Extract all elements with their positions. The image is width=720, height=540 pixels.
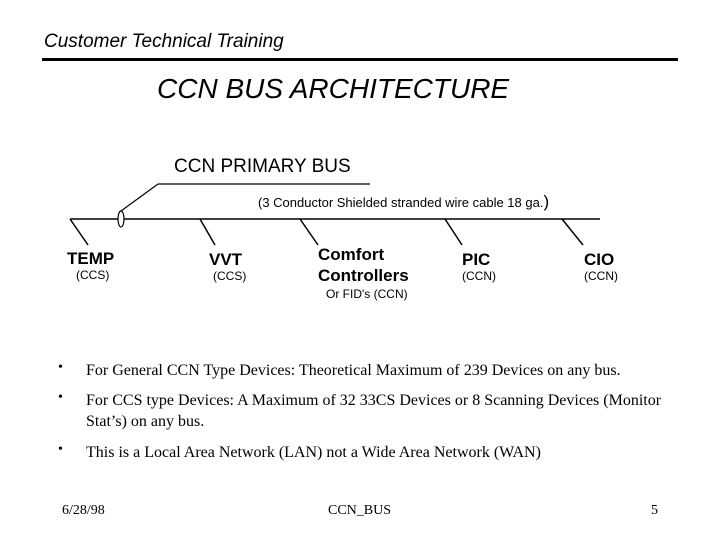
bus-sublabel: (3 Conductor Shielded stranded wire cabl… bbox=[258, 192, 549, 212]
bullet-marker: • bbox=[58, 442, 63, 457]
device-pic-name: PIC bbox=[462, 250, 491, 269]
drop-temp bbox=[69, 218, 89, 246]
bullet-text: For CCS type Devices: A Maximum of 32 33… bbox=[86, 392, 662, 430]
footer-date: 6/28/98 bbox=[62, 503, 105, 518]
device-cio-type: (CCN) bbox=[584, 269, 618, 283]
device-comfort-name: Comfort Controllers bbox=[318, 245, 409, 285]
device-pic-type: (CCN) bbox=[462, 269, 496, 283]
device-comfort-type: Or FID's (CCN) bbox=[326, 287, 408, 301]
bullet-text: For General CCN Type Devices: Theoretica… bbox=[86, 362, 621, 379]
bus-terminator bbox=[117, 210, 125, 228]
device-cio-name: CIO bbox=[584, 250, 615, 269]
bullet-marker: • bbox=[58, 360, 63, 375]
device-vvt-type: (CCS) bbox=[213, 269, 247, 283]
bullet-text: This is a Local Area Network (LAN) not a… bbox=[86, 444, 541, 461]
drop-cio bbox=[561, 218, 584, 246]
device-temp-name: TEMP bbox=[67, 249, 115, 268]
device-vvt-name: VVT bbox=[209, 250, 243, 269]
drop-vvt bbox=[199, 218, 216, 246]
header-title: Customer Technical Training bbox=[44, 31, 284, 52]
bus-label: CCN PRIMARY BUS bbox=[174, 156, 351, 177]
footer-page-number: 5 bbox=[651, 503, 658, 518]
drop-pic bbox=[444, 218, 463, 246]
bus-sublabel-close: ) bbox=[543, 192, 550, 211]
slide-title: CCN BUS ARCHITECTURE bbox=[157, 73, 510, 104]
drop-comfort bbox=[299, 218, 319, 246]
footer-doc-name: CCN_BUS bbox=[328, 503, 392, 518]
bus-label-leader bbox=[120, 183, 159, 212]
bus-sublabel-text: (3 Conductor Shielded stranded wire cabl… bbox=[258, 195, 544, 210]
device-temp-type: (CCS) bbox=[76, 268, 110, 282]
bullet-marker: • bbox=[58, 390, 63, 405]
header-rule bbox=[42, 58, 678, 61]
